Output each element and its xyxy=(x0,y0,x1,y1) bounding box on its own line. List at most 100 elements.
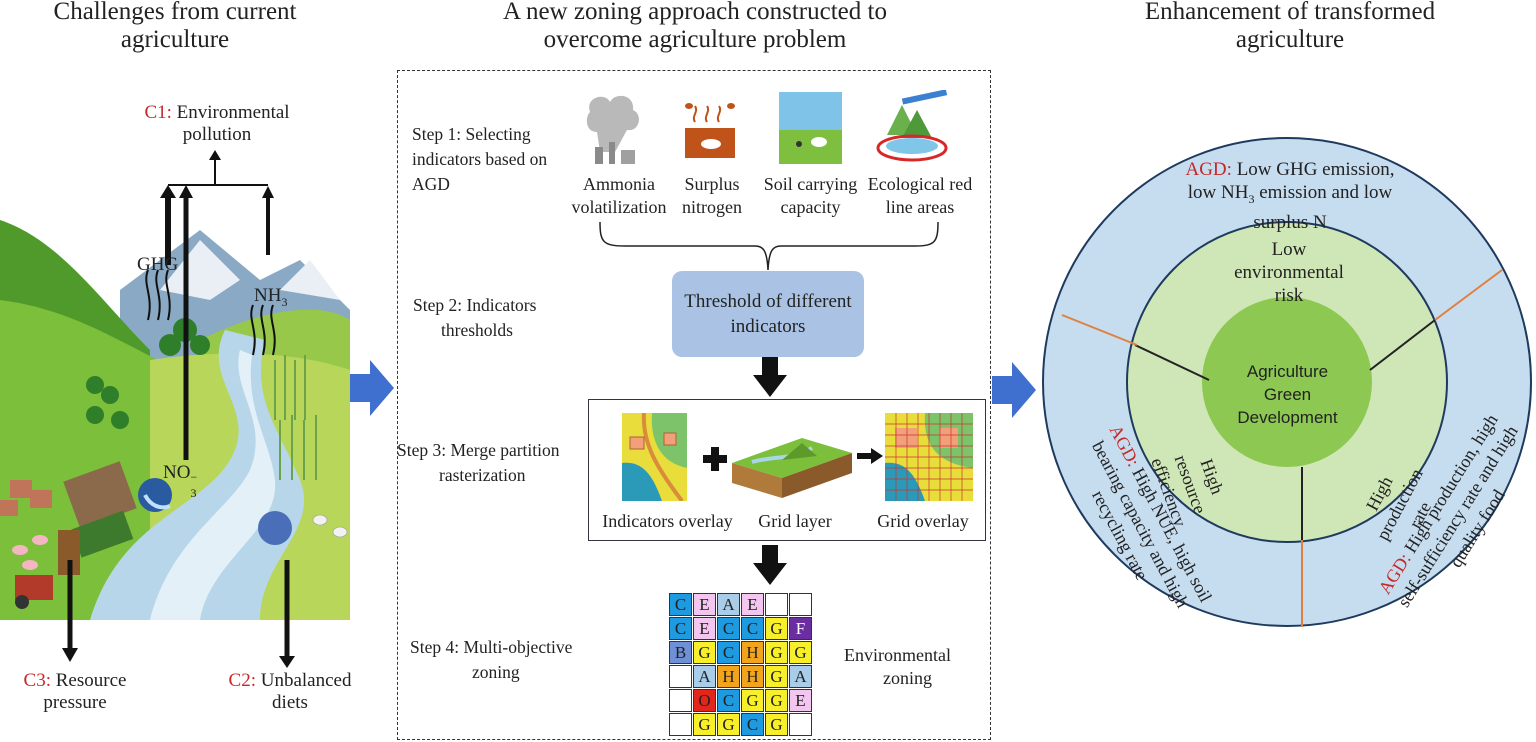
step2-line2: thresholds xyxy=(441,320,513,340)
zoning-cell: E xyxy=(741,593,764,616)
zoning-cell: G xyxy=(765,641,788,664)
middle-header-line2: overcome agriculture problem xyxy=(543,26,847,53)
zoning-cell: G xyxy=(693,713,716,736)
agd-top-line2b: emission and low xyxy=(1254,182,1393,203)
indicator-soil-line1: Soil carrying xyxy=(763,174,858,194)
up-arrows xyxy=(160,150,274,460)
down-arrow-icon-1 xyxy=(753,357,787,397)
zoning-cell: G xyxy=(717,713,740,736)
zoning-cell: C xyxy=(717,689,740,712)
inner-top-line1: Low xyxy=(1271,239,1307,260)
left-header-line2: agriculture xyxy=(120,26,230,53)
zoning-cell xyxy=(669,689,692,712)
zoning-cell: G xyxy=(741,689,764,712)
indicator-surplus-nitrogen: Surplus nitrogen xyxy=(674,173,750,219)
env-zoning-line1: Environmental xyxy=(844,645,951,665)
indicator-surplus-line1: Surplus xyxy=(684,174,740,194)
step4-line2: zoning xyxy=(472,662,520,682)
zoning-cell: C xyxy=(669,617,692,640)
agd-top-text: AGD: Low GHG emission, low NH3 emission … xyxy=(1160,158,1420,234)
step3-line1: Step 3: Merge partition xyxy=(397,440,560,460)
zoning-cell: C xyxy=(717,641,740,664)
agd-top-line1: Low GHG emission, xyxy=(1231,159,1395,180)
step2-line1: Step 2: Indicators xyxy=(413,295,537,315)
down-arrow-icon-2 xyxy=(753,545,787,585)
zoning-approach-frame xyxy=(397,70,991,740)
ghg-emission-lines xyxy=(145,269,171,321)
indicators-overlay-map-icon xyxy=(622,413,687,501)
label-grid-overlay: Grid overlay xyxy=(877,511,969,531)
threshold-line1: Threshold of different xyxy=(684,291,852,312)
no3-label: NO−3 xyxy=(163,462,200,500)
soil-capacity-icon xyxy=(779,92,842,164)
zoning-cell xyxy=(669,665,692,688)
no3-sub: 3 xyxy=(190,486,197,500)
agriculture-landscape-illustration xyxy=(0,180,360,620)
down-arrows xyxy=(62,560,295,668)
center-line3: Development xyxy=(1237,408,1338,427)
indicator-eco-line1: Ecological red xyxy=(867,174,973,194)
no3-sup: − xyxy=(190,470,198,484)
indicator-soil-capacity: Soil carrying capacity xyxy=(758,173,863,219)
middle-header-line1: A new zoning approach constructed to xyxy=(503,0,887,25)
agd-circle-diagram xyxy=(1042,137,1532,627)
nh3-label: NH3 xyxy=(254,285,287,313)
zoning-cell: C xyxy=(741,617,764,640)
inner-top-line3: risk xyxy=(1274,285,1304,306)
zoning-cell xyxy=(765,593,788,616)
step4-label: Step 4: Multi-objective zoning xyxy=(410,635,610,685)
grid-overlay-map-icon xyxy=(885,413,973,501)
zoning-cell: H xyxy=(741,665,764,688)
step1-line1: Step 1: Selecting xyxy=(412,124,531,144)
c1-text2: pollution xyxy=(182,124,252,145)
zoning-cell: A xyxy=(717,593,740,616)
ghg-label: GHG xyxy=(137,254,179,275)
zoning-cell: C xyxy=(669,593,692,616)
threshold-line2: indicators xyxy=(730,316,806,337)
c1-label: C1: Environmental pollution xyxy=(132,102,302,146)
grid-layer-terrain-icon xyxy=(732,438,852,498)
c2-text1: Unbalanced xyxy=(260,670,352,691)
center-line2: Green xyxy=(1263,385,1312,404)
surplus-nitrogen-icon xyxy=(685,103,735,158)
zoning-cell: E xyxy=(693,593,716,616)
zoning-cell: G xyxy=(693,641,716,664)
plus-icon xyxy=(703,447,727,471)
zoning-cell: G xyxy=(765,617,788,640)
step2-label: Step 2: Indicators thresholds xyxy=(413,293,573,343)
step4-line1: Step 4: Multi-objective xyxy=(410,637,573,657)
zoning-cell xyxy=(669,713,692,736)
indicator-soil-line2: capacity xyxy=(780,197,841,217)
right-arrow-icon-left xyxy=(350,360,394,416)
right-header-line1: Enhancement of transformed xyxy=(1144,0,1436,25)
agd-top-line2a: low NH xyxy=(1187,182,1249,203)
c1-code: C1: xyxy=(144,102,172,123)
step1-label: Step 1: Selecting indicators based on AG… xyxy=(412,122,572,197)
ammonia-factory-icon xyxy=(586,95,639,164)
zoning-cell: G xyxy=(789,641,812,664)
label-indicators-overlay: Indicators overlay xyxy=(602,511,733,531)
nh3-emission-lines xyxy=(250,304,276,356)
env-zoning-line2: zoning xyxy=(883,668,932,688)
c2-text2: diets xyxy=(272,692,308,713)
nh3-base: NH xyxy=(254,285,282,306)
indicator-ammonia-line1: Ammonia xyxy=(583,174,655,194)
zoning-cell: G xyxy=(765,689,788,712)
zoning-cell: B xyxy=(669,641,692,664)
center-line1: Agriculture xyxy=(1246,362,1329,381)
left-header: Challenges from current agriculture xyxy=(0,0,350,54)
zoning-cell: H xyxy=(741,641,764,664)
c3-code: C3: xyxy=(23,670,51,691)
c1-text1: Environmental xyxy=(176,102,290,123)
agd-top-line3: surplus N xyxy=(1253,211,1327,233)
rasterization-box xyxy=(588,399,986,541)
zoning-cell: F xyxy=(789,617,812,640)
zoning-cell: E xyxy=(789,689,812,712)
c3-text1: Resource xyxy=(55,670,127,691)
inner-top-line2: environmental xyxy=(1234,262,1344,283)
zoning-cell: C xyxy=(741,713,764,736)
zoning-cell: A xyxy=(789,665,812,688)
step1-line3: AGD xyxy=(412,174,450,194)
zoning-cell: C xyxy=(717,617,740,640)
right-arrow-icon-small xyxy=(857,448,883,464)
